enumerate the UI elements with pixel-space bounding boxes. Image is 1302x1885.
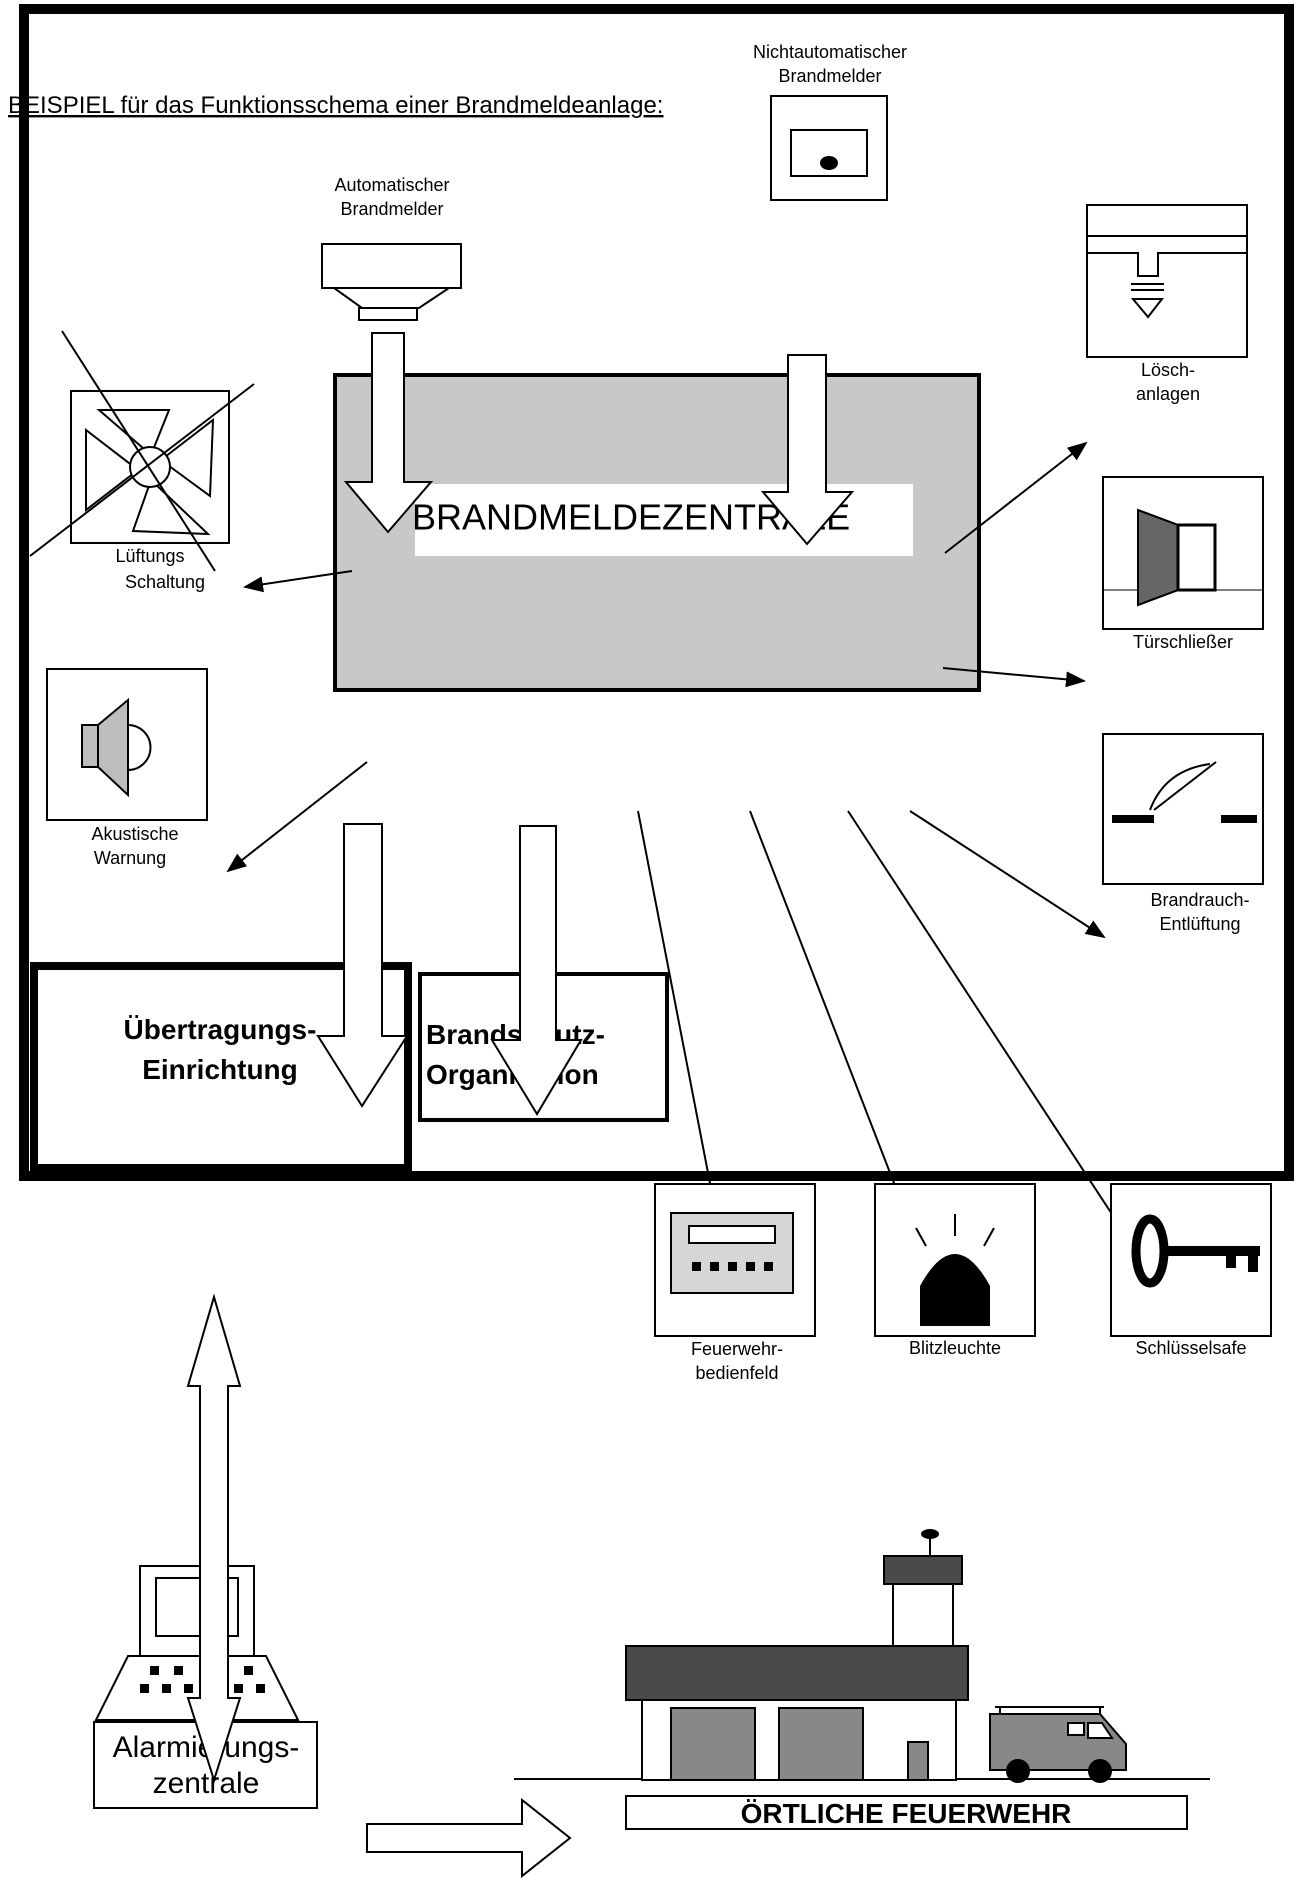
acoustic-label-1: Akustische [91, 824, 178, 844]
alarm-label-2: zentrale [153, 1767, 260, 1800]
arrow-from-nonauto-detector [760, 354, 855, 546]
firebrigade-label-box [625, 1795, 1188, 1830]
door-label: Türschließer [1133, 632, 1233, 652]
smoke-vent-icon [1102, 733, 1264, 885]
extinguish-label-2: anlagen [1136, 384, 1200, 404]
push-button-icon [770, 95, 888, 201]
keysafe-label: Schlüsselsafe [1135, 1338, 1246, 1358]
panel-label-2: bedienfeld [695, 1363, 778, 1383]
fire-station-icon [514, 1529, 1210, 1781]
extinguish-label-1: Lösch- [1141, 360, 1195, 380]
smoke-detector-icon [321, 243, 462, 321]
transmission-box [30, 962, 412, 1172]
diagram-title: BEISPIEL für das Funktionsschema einer B… [8, 92, 663, 119]
fire-panel-icon [654, 1183, 816, 1337]
arrow-to-organisation [490, 825, 583, 1116]
panel-label-1: Feuerwehr- [691, 1339, 783, 1359]
smoke-vent-label-2: Entlüftung [1159, 914, 1240, 934]
fire-truck-icon [989, 1706, 1127, 1783]
vent-label-1: Lüftungs [115, 546, 184, 566]
key-icon [1110, 1183, 1272, 1337]
arrow-to-transmission [316, 823, 409, 1108]
vent-label-2: Schaltung [125, 572, 205, 592]
nonauto-label-1: Nichtautomatischer [753, 42, 907, 62]
auto-label-2: Brandmelder [340, 199, 443, 219]
acoustic-label-2: Warnung [94, 848, 166, 868]
bidirectional-arrow [186, 1293, 242, 1784]
smoke-vent-label-1: Brandrauch- [1150, 890, 1249, 910]
arrow-from-auto-detector [343, 332, 434, 534]
arrow-to-firebrigade [366, 1797, 572, 1879]
auto-label-1: Automatischer [334, 175, 449, 195]
transmission-label-1: Übertragungs- [124, 1014, 317, 1045]
flash-light-icon [874, 1183, 1036, 1337]
computer-terminal-icon [94, 1565, 300, 1721]
sprinkler-icon [1086, 204, 1248, 358]
transmission-label-2: Einrichtung [142, 1054, 298, 1085]
building-frame [19, 4, 1294, 1181]
flash-label: Blitzleuchte [909, 1338, 1001, 1358]
fan-icon [29, 330, 255, 572]
speaker-icon [46, 668, 208, 821]
nonauto-label-2: Brandmelder [778, 66, 881, 86]
alarm-label-box [93, 1721, 318, 1809]
firebrigade-label: ÖRTLICHE FEUERWEHR [741, 1798, 1072, 1829]
door-closer-icon [1102, 476, 1264, 630]
